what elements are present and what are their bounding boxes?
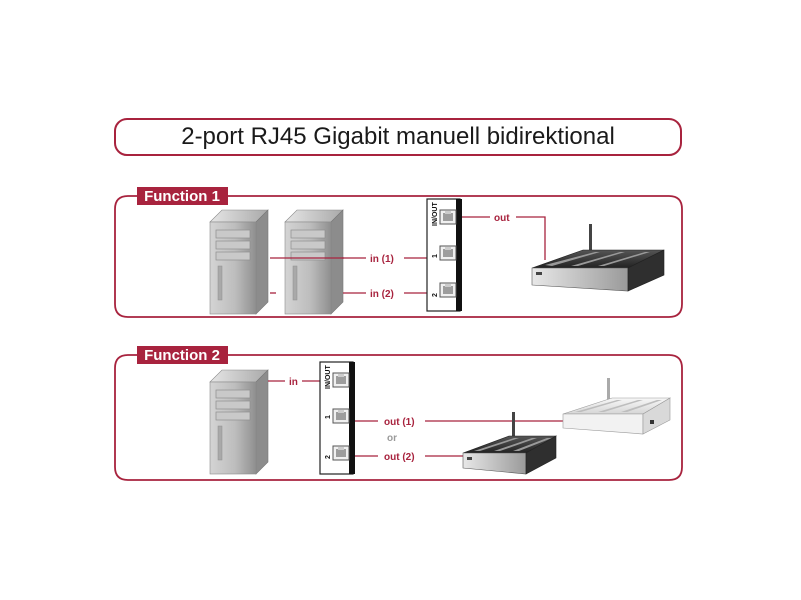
label-in1: in (1) [370,254,394,265]
page-title: 2-port RJ45 Gigabit manuell bidirektiona… [114,118,682,156]
function2-badge: Function 2 [144,347,220,364]
function1-badge-bg [137,187,228,205]
rj45-port-icon [439,245,457,261]
label-out1: out (1) [384,417,415,428]
pc-tower-icon [284,209,344,315]
function2-badge-bg [137,346,228,364]
label-out: out [494,213,510,224]
function1-panel [114,195,683,318]
label-in2: in (2) [370,289,394,300]
port-label: IN/OUT [432,202,439,226]
port-label: 1 [325,415,332,419]
rj45-port-icon [332,408,350,424]
port-label: 1 [432,254,439,258]
function1-badge: Function 1 [144,188,220,205]
port-label: 2 [432,293,439,297]
rj45-port-icon [439,209,457,225]
function2-cables [268,380,566,457]
pc-tower-icon [209,209,269,315]
port-label: IN/OUT [325,365,332,389]
label-or: or [387,433,397,444]
router-icon [462,412,558,475]
router-icon [531,224,665,292]
pc-tower-icon [209,369,269,475]
label-in: in [289,377,298,388]
port-label: 2 [325,455,332,459]
function2-panel [114,354,683,481]
switch-icon: IN/OUT 1 2 [426,198,462,312]
label-out2: out (2) [384,452,415,463]
rj45-port-icon [439,282,457,298]
router-icon [562,378,672,435]
rj45-port-icon [332,372,350,388]
switch-icon: IN/OUT 1 2 [319,361,355,475]
rj45-port-icon [332,445,350,461]
function1-cables [270,216,546,294]
